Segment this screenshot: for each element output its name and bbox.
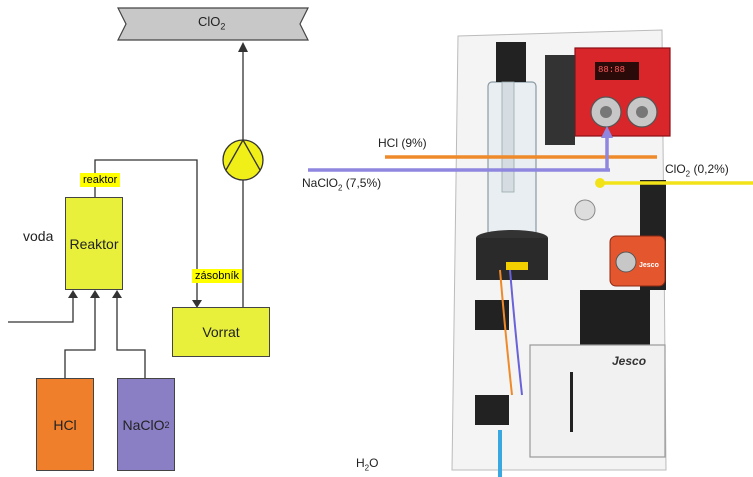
controller-display (595, 62, 639, 80)
jesco-logo-tank: Jesco (612, 354, 647, 368)
h2o-label-end: O (369, 456, 379, 470)
naclo2-label: NaClO2 (7,5%) (302, 176, 381, 192)
pipe-label-main: ClO (198, 14, 221, 29)
h2o-label: H2O (356, 456, 378, 472)
clo2-label-sub: 2 (685, 169, 691, 179)
storage-tag: zásobník (192, 269, 243, 283)
clo2-label-pct: (0,2%) (690, 162, 729, 176)
reactor-base (476, 238, 548, 280)
water-label: voda (23, 228, 54, 244)
pipe-arrowhead (238, 42, 248, 52)
clo2-pipe-shape (117, 7, 309, 41)
reactor-tag: reaktor (80, 173, 121, 187)
naclo2-label-pct: (7,5%) (342, 176, 382, 190)
naclo2-box-main: NaClO (122, 416, 165, 433)
dosing-pump (609, 235, 666, 287)
hcl-feed-line (64, 295, 96, 378)
pipe-label: ClO2 (198, 14, 225, 32)
equipment-illustration (308, 29, 753, 477)
controller-unit (574, 47, 671, 137)
jesco-logo-pump: Jesco (639, 262, 659, 269)
pipe-label-sub: 2 (220, 21, 226, 32)
storage-tank (529, 344, 666, 458)
water-inlet-line (8, 295, 74, 323)
storage-box: Vorrat (172, 307, 270, 357)
reactor-box: Reaktor (65, 197, 123, 290)
h2o-label-sub: 2 (364, 463, 370, 473)
naclo2-feed-line (116, 295, 146, 378)
clo2-label-main: ClO (665, 162, 686, 176)
naclo2-label-sub: 2 (338, 183, 343, 193)
naclo2-box-sub: 2 (164, 419, 170, 430)
schematic-lines (8, 7, 309, 378)
hcl-label: HCl (9%) (378, 136, 427, 150)
hcl-box: HCl (36, 378, 94, 471)
controller-screen-text: 88:88 (598, 65, 626, 75)
clo2-label: ClO2 (0,2%) (665, 162, 729, 178)
pump-symbol (222, 139, 264, 181)
naclo2-label-main: NaClO (302, 176, 339, 190)
h2o-label-main: H (356, 456, 365, 470)
